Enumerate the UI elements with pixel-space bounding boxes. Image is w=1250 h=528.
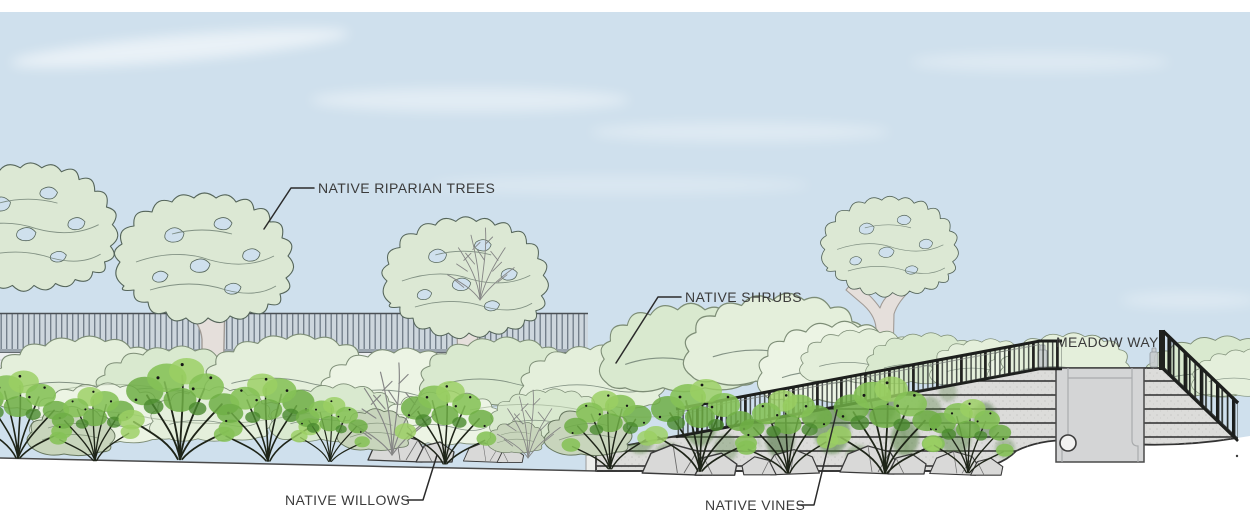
- label-native-riparian-trees: NATIVE RIPARIAN TREES: [318, 180, 495, 196]
- callouts: NATIVE RIPARIAN TREES NATIVE SHRUBS MEAD…: [263, 180, 1159, 513]
- top-margin: [0, 0, 1250, 12]
- stray-mark: [1235, 454, 1239, 458]
- leader-vines: [797, 409, 838, 506]
- leader-willows: [406, 454, 438, 501]
- label-native-vines: NATIVE VINES: [705, 497, 805, 513]
- ground-line: [0, 457, 597, 472]
- leader-shrubs: [615, 296, 682, 364]
- street-railing: [1159, 329, 1240, 442]
- label-native-shrubs: NATIVE SHRUBS: [685, 289, 802, 305]
- label-native-willows: NATIVE WILLOWS: [285, 492, 410, 508]
- drain-pipe-outlet: [1059, 434, 1077, 452]
- label-meadow-way: MEADOW WAY: [1056, 334, 1159, 350]
- leader-riparian-trees: [263, 187, 315, 230]
